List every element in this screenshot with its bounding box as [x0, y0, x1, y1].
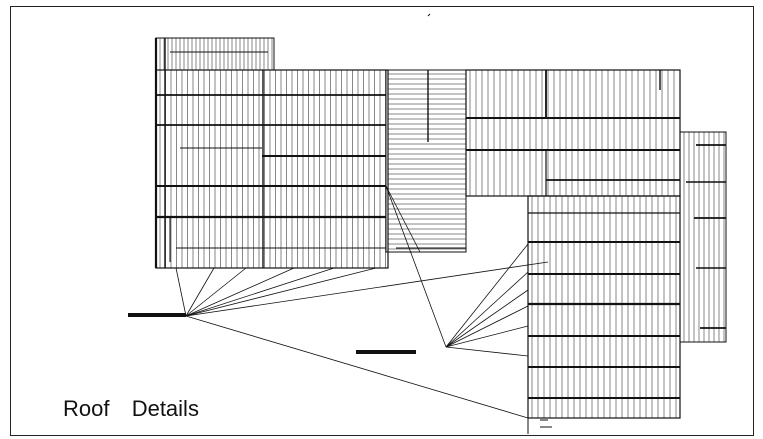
- leader-line: [445, 346, 529, 357]
- roof-section-east-extension: [679, 131, 727, 343]
- roof-outline: [155, 37, 275, 71]
- leader-line: [385, 185, 447, 348]
- leader-line: [185, 315, 529, 419]
- leader-line: [175, 267, 187, 317]
- roof-section-right: [427, 13, 681, 197]
- roof-outline: [465, 69, 681, 197]
- leader-line: [185, 267, 335, 317]
- leader-line: [185, 267, 247, 317]
- north-mark: [427, 13, 431, 17]
- leader-line: [185, 261, 549, 317]
- roof-section-valley: [385, 69, 467, 253]
- callout-label-center: [356, 350, 416, 354]
- valley-line: [385, 185, 421, 253]
- callout-leader-lines: [175, 185, 549, 419]
- leader-line: [185, 267, 215, 317]
- sheet-border: [10, 6, 754, 436]
- leader-line: [185, 267, 295, 317]
- roof-outline: [155, 69, 389, 269]
- roof-section-left: [154, 37, 389, 269]
- roof-section-lower-right: [527, 195, 681, 434]
- leader-line: [445, 271, 529, 348]
- sheet-title: Roof Details: [63, 396, 199, 421]
- callout-label-left: [128, 313, 186, 317]
- leader-line: [445, 289, 529, 348]
- roof-outline: [385, 69, 467, 253]
- leader-line: [445, 243, 529, 348]
- leader-line: [445, 325, 529, 348]
- leader-line: [185, 267, 377, 317]
- leader-line: [445, 305, 529, 348]
- callout-labels: [128, 313, 416, 354]
